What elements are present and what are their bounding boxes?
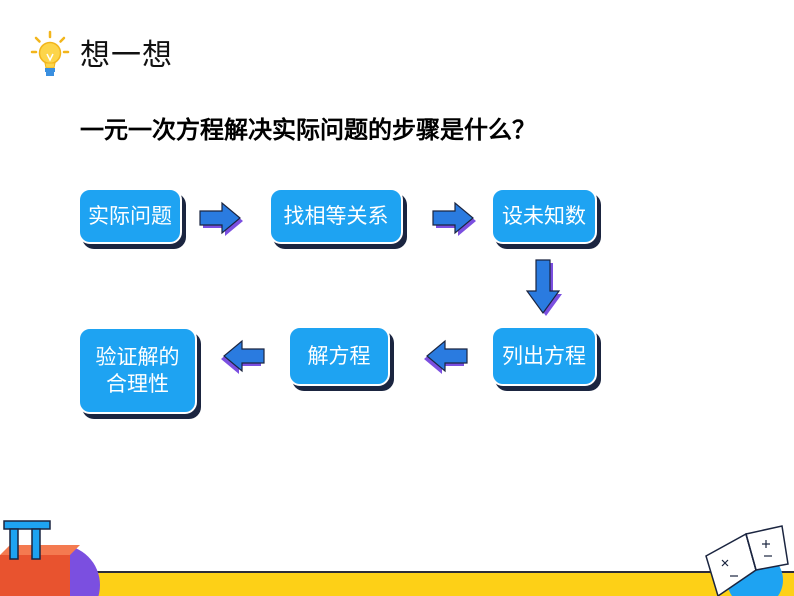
step-label: 找相等关系 [283,203,389,228]
lightbulb-icon [30,30,70,76]
step-practical-problem: 实际问题 [78,188,182,244]
arrow-right-icon [432,201,476,236]
step-verify-solution: 验证解的 合理性 [78,327,197,414]
arrow-left-icon [424,339,468,374]
step-label-line1: 验证解的 [95,345,180,370]
step-label: 列出方程 [502,343,586,368]
bottom-bar [0,573,794,596]
question-text: 一元一次方程解决实际问题的步骤是什么？ [80,116,536,144]
step-solve-equation: 解方程 [288,326,390,386]
arrow-left-icon [221,339,265,374]
step-label: 设未知数 [502,203,586,228]
arrow-down-icon [525,259,562,316]
step-write-equation: 列出方程 [491,326,597,386]
book-icon [705,525,789,596]
step-label: 解方程 [307,343,371,368]
step-label: 实际问题 [88,203,172,228]
step-find-equal-relation: 找相等关系 [269,188,403,244]
arrow-right-icon [199,201,243,236]
bottom-divider [0,571,794,573]
step-label-line2: 合理性 [106,371,169,396]
pi-icon [0,520,100,596]
page-title: 想一想 [80,38,173,73]
step-set-unknown: 设未知数 [491,188,597,244]
